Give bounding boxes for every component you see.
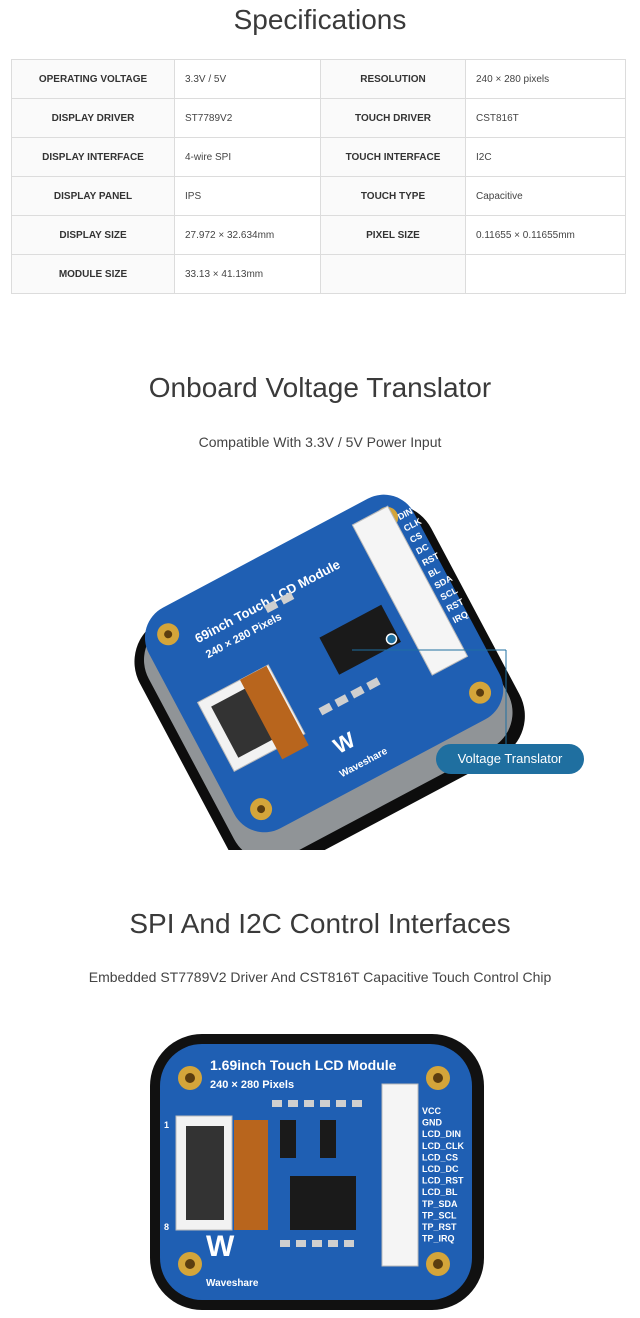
control-interfaces-title: SPI And I2C Control Interfaces xyxy=(129,908,511,939)
spec-key: PIXEL SIZE xyxy=(320,215,466,255)
control-interfaces-subtitle: Embedded ST7789V2 Driver And CST816T Cap… xyxy=(88,969,552,985)
board-title-label: 1.69inch Touch LCD Module xyxy=(210,1057,397,1073)
pin-label: VCC xyxy=(422,1106,442,1116)
voltage-translator-callout: Voltage Translator xyxy=(436,744,584,774)
board-subtitle-label: 240 × 280 Pixels xyxy=(210,1079,294,1091)
spec-value: I2C xyxy=(465,137,626,177)
pin-label: LCD_CS xyxy=(422,1152,458,1162)
svg-text:1: 1 xyxy=(164,1120,169,1130)
voltage-translator-chip xyxy=(290,1176,356,1230)
pin-header xyxy=(381,1083,419,1267)
spec-value: 240 × 280 pixels xyxy=(465,59,626,99)
spec-key: MODULE SIZE xyxy=(11,254,175,294)
voltage-translator-title: Onboard Voltage Translator xyxy=(148,372,492,403)
voltage-translator-image: 69inch Touch LCD Module 240 × 280 Pixels… xyxy=(134,494,525,850)
spec-key: DISPLAY PANEL xyxy=(11,176,175,216)
spec-key: RESOLUTION xyxy=(320,59,466,99)
pin-label: LCD_DIN xyxy=(422,1129,461,1139)
pcb-board xyxy=(144,494,504,833)
flex-cable xyxy=(239,665,309,760)
spec-key: DISPLAY INTERFACE xyxy=(11,137,175,177)
spec-value: 4-wire SPI xyxy=(174,137,321,177)
spec-key: TOUCH DRIVER xyxy=(320,98,466,138)
spec-key xyxy=(320,254,466,294)
pin-label: TP_RST xyxy=(422,1222,457,1232)
pin-label: LCD_BL xyxy=(422,1187,458,1197)
flex-cable xyxy=(234,1120,268,1230)
spec-value: 3.3V / 5V xyxy=(174,59,321,99)
spec-value: IPS xyxy=(174,176,321,216)
spec-key: OPERATING VOLTAGE xyxy=(11,59,175,99)
spec-value: 33.13 × 41.13mm xyxy=(174,254,321,294)
spec-key: DISPLAY SIZE xyxy=(11,215,175,255)
spec-value xyxy=(465,254,626,294)
spec-value: 0.11655 × 0.11655mm xyxy=(465,215,626,255)
spec-value: ST7789V2 xyxy=(174,98,321,138)
pin-label: TP_SCL xyxy=(422,1210,457,1220)
spec-key: TOUCH TYPE xyxy=(320,176,466,216)
voltage-translator-chip xyxy=(319,604,401,675)
spec-key: DISPLAY DRIVER xyxy=(11,98,175,138)
pin-label: TP_IRQ xyxy=(422,1234,455,1244)
brand-label: Waveshare xyxy=(206,1278,259,1289)
pin-label: LCD_RST xyxy=(422,1176,464,1186)
pin-label: LCD_CLK xyxy=(422,1141,464,1151)
pin-label: GND xyxy=(422,1118,443,1128)
spec-value: CST816T xyxy=(465,98,626,138)
control-interfaces-image: 1.69inch Touch LCD Module 240 × 280 Pixe… xyxy=(150,1034,484,1310)
pin-header xyxy=(351,505,469,676)
svg-text:8: 8 xyxy=(164,1222,169,1232)
spec-key: TOUCH INTERFACE xyxy=(320,137,466,177)
voltage-translator-subtitle: Compatible With 3.3V / 5V Power Input xyxy=(198,434,442,450)
pin-label: TP_SDA xyxy=(422,1199,458,1209)
specifications-title: Specifications xyxy=(233,4,407,35)
waveshare-logo-icon: W xyxy=(206,1230,235,1263)
pin-label: LCD_DC xyxy=(422,1164,459,1174)
spec-value: 27.972 × 32.634mm xyxy=(174,215,321,255)
spec-value: Capacitive xyxy=(465,176,626,216)
